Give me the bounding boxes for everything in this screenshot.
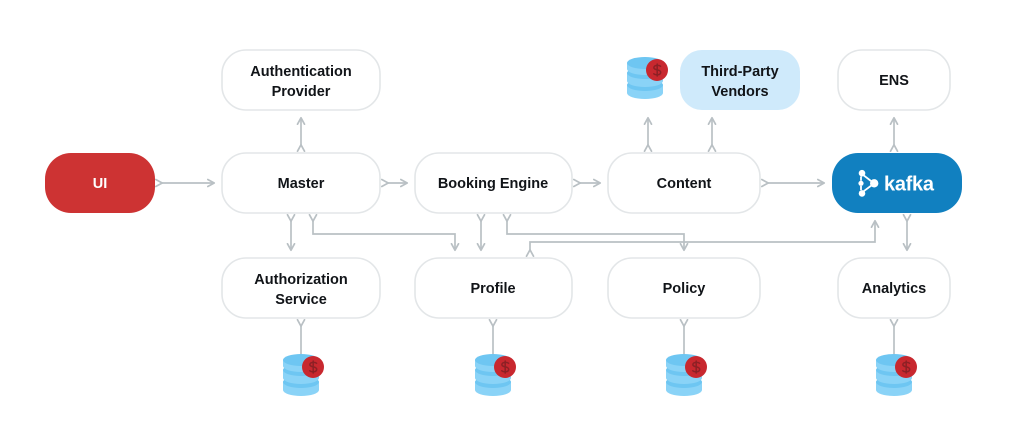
node-third-party-vendors-shape[interactable] <box>680 50 800 110</box>
node-content-shape[interactable] <box>607 152 761 214</box>
node-authentication-provider-shape[interactable] <box>221 49 381 111</box>
node-booking-engine-shape[interactable] <box>414 152 573 214</box>
node-content-label: Content <box>657 176 712 192</box>
connector-layer <box>154 116 912 366</box>
node-profile[interactable]: Profile <box>414 257 573 319</box>
node-authorization-service-label-line2: Service <box>275 292 327 308</box>
node-kafka-shape[interactable] <box>832 153 962 213</box>
node-master-shape[interactable] <box>221 152 381 214</box>
node-third-party-vendors-label-line1: Third-Party <box>701 64 778 80</box>
node-booking-engine[interactable]: Booking Engine <box>414 152 573 214</box>
node-ui-shape[interactable] <box>45 153 155 213</box>
node-analytics-label: Analytics <box>862 281 926 297</box>
node-authentication-provider-label-line2: Provider <box>272 84 331 100</box>
node-authentication-provider-label-line1: Authentication <box>250 64 352 80</box>
node-content[interactable]: Content <box>607 152 761 214</box>
node-profile-label: Profile <box>470 281 515 297</box>
node-master-label: Master <box>278 176 325 192</box>
database-icon-policy <box>665 353 708 397</box>
node-ens-label: ENS <box>879 73 909 89</box>
node-policy[interactable]: Policy <box>607 257 761 319</box>
node-policy-shape[interactable] <box>607 257 761 319</box>
node-ui[interactable]: UI <box>45 153 155 213</box>
connector-analytics-to-booking-engine-routed <box>525 219 880 258</box>
connector-profile-to-master-routed <box>308 213 460 252</box>
node-third-party-vendors-label-line2: Vendors <box>711 84 768 100</box>
node-authorization-service-shape[interactable] <box>221 257 381 319</box>
database-icon-authorization-service <box>282 353 325 397</box>
node-booking-engine-label: Booking Engine <box>438 176 548 192</box>
node-profile-shape[interactable] <box>414 257 573 319</box>
database-icon-content <box>626 56 669 100</box>
node-master[interactable]: Master <box>221 152 381 214</box>
node-kafka[interactable]: kafka <box>832 153 962 213</box>
node-kafka-label: kafka <box>884 173 935 195</box>
connector-content-to-policy-routed <box>502 213 689 252</box>
node-policy-label: Policy <box>663 281 706 297</box>
node-authorization-service[interactable]: Authorization Service <box>221 257 381 319</box>
node-authentication-provider[interactable]: Authentication Provider <box>221 49 381 111</box>
node-ens-shape[interactable] <box>837 49 951 111</box>
node-analytics[interactable]: Analytics <box>837 257 951 319</box>
database-icon-analytics <box>875 353 918 397</box>
node-authorization-service-label-line1: Authorization <box>254 272 347 288</box>
node-ens[interactable]: ENS <box>837 49 951 111</box>
node-third-party-vendors[interactable]: Third-Party Vendors <box>680 50 800 110</box>
node-ui-label: UI <box>93 176 108 192</box>
node-analytics-shape[interactable] <box>837 257 951 319</box>
database-icon-profile <box>474 353 517 397</box>
